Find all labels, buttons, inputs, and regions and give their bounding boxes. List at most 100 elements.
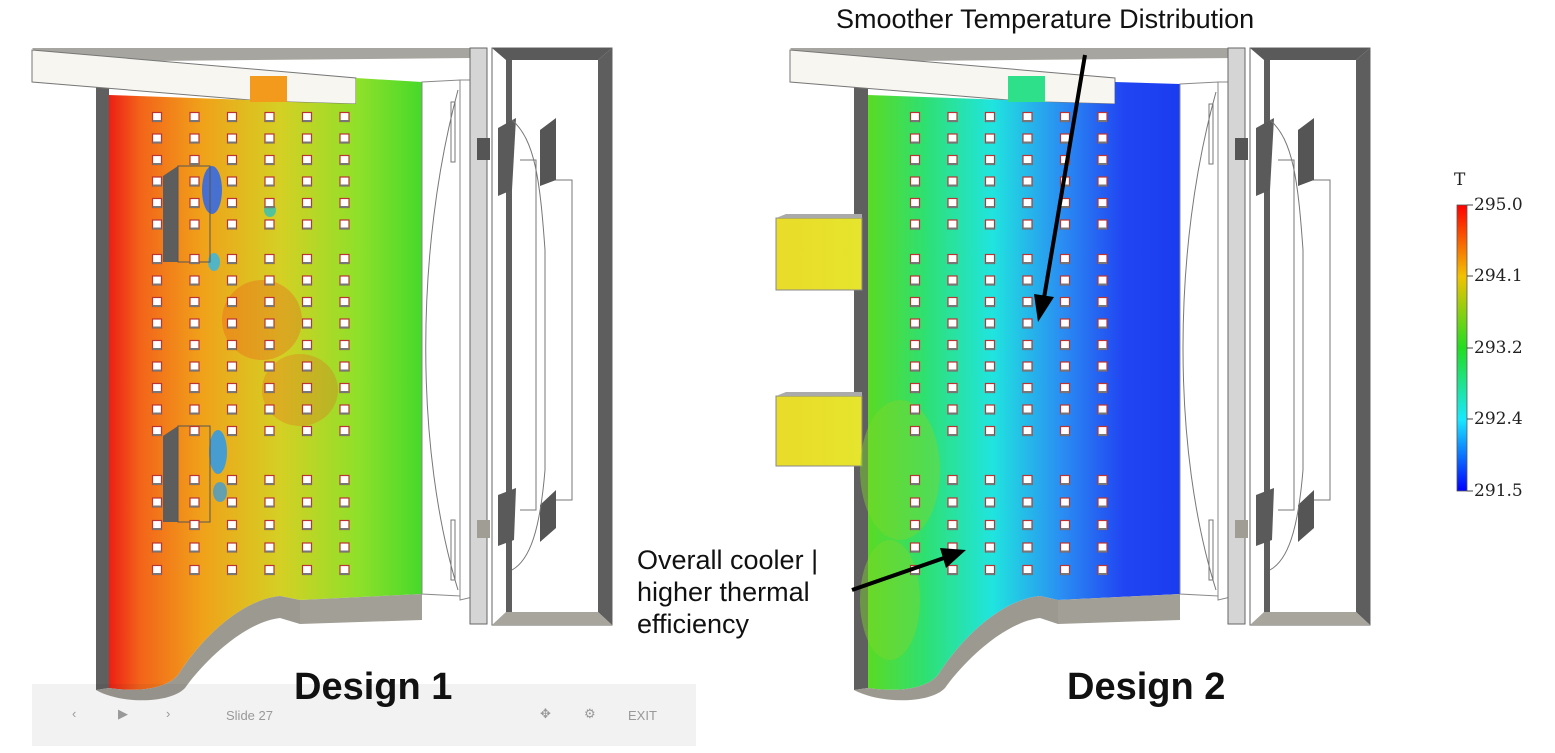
vent-hole bbox=[947, 133, 958, 145]
gear-icon[interactable]: ⚙ bbox=[584, 706, 596, 721]
vent-hole bbox=[909, 361, 921, 373]
vent-hole bbox=[1059, 275, 1071, 287]
vent-hole bbox=[947, 154, 958, 166]
vent-hole bbox=[909, 296, 921, 308]
design-2-title: Design 2 bbox=[1067, 666, 1226, 708]
vent-hole bbox=[339, 425, 350, 437]
vent-hole bbox=[947, 404, 958, 416]
vent-hole bbox=[301, 318, 313, 330]
vent-hole bbox=[189, 474, 200, 486]
vent-hole bbox=[189, 176, 200, 188]
annotation-bottom-line-1: Overall cooler | bbox=[637, 545, 819, 575]
vent-hole bbox=[189, 382, 200, 394]
vent-hole bbox=[189, 339, 200, 351]
vent-hole bbox=[301, 361, 313, 373]
vent-hole bbox=[151, 197, 163, 209]
vent-hole bbox=[339, 296, 350, 308]
vent-hole bbox=[264, 404, 275, 416]
vent-hole bbox=[301, 176, 313, 188]
vent-hole bbox=[984, 542, 996, 554]
vent-hole bbox=[909, 176, 921, 188]
vent-hole bbox=[984, 382, 996, 394]
vent-hole bbox=[301, 197, 313, 209]
vent-hole bbox=[1059, 519, 1071, 531]
vent-hole bbox=[984, 404, 996, 416]
vent-hole bbox=[1097, 111, 1108, 123]
vent-hole bbox=[226, 361, 238, 373]
vent-hole bbox=[1022, 564, 1033, 576]
vent-hole bbox=[1059, 425, 1071, 437]
vent-hole bbox=[189, 404, 200, 416]
vent-hole bbox=[947, 361, 958, 373]
vent-hole bbox=[189, 253, 200, 265]
vent-hole bbox=[339, 318, 350, 330]
inlet-upper bbox=[775, 217, 863, 291]
vent-hole bbox=[909, 111, 921, 123]
vent-hole bbox=[151, 111, 163, 123]
vent-hole bbox=[1022, 197, 1033, 209]
colorbar-tick-4: 291.5 bbox=[1474, 481, 1523, 501]
inlet-lower bbox=[775, 395, 863, 467]
vent-hole bbox=[189, 519, 200, 531]
vent-hole bbox=[339, 564, 350, 576]
vent-hole bbox=[301, 111, 313, 123]
vent-hole bbox=[226, 197, 238, 209]
vent-hole bbox=[947, 339, 958, 351]
vent-hole bbox=[151, 339, 163, 351]
vent-hole bbox=[1097, 519, 1108, 531]
vent-hole bbox=[1022, 519, 1033, 531]
vent-hole bbox=[264, 253, 275, 265]
vent-hole bbox=[339, 519, 350, 531]
vent-hole bbox=[1097, 404, 1108, 416]
vent-hole bbox=[226, 519, 238, 531]
vent-hole bbox=[1022, 339, 1033, 351]
vent-hole bbox=[1022, 275, 1033, 287]
vent-hole bbox=[1097, 296, 1108, 308]
vent-hole bbox=[1022, 474, 1033, 486]
vent-hole bbox=[189, 296, 200, 308]
vent-hole bbox=[226, 296, 238, 308]
vent-hole bbox=[151, 542, 163, 554]
vent-hole bbox=[189, 219, 200, 231]
vent-hole bbox=[339, 497, 350, 509]
prev-slide-icon[interactable]: ‹ bbox=[72, 706, 77, 721]
vent-hole bbox=[301, 275, 313, 287]
vent-hole bbox=[151, 318, 163, 330]
next-slide-icon[interactable]: › bbox=[166, 706, 171, 721]
vent-hole bbox=[1022, 318, 1033, 330]
play-icon[interactable]: ▶ bbox=[118, 706, 128, 721]
vent-hole bbox=[1097, 197, 1108, 209]
exit-button[interactable]: EXIT bbox=[628, 708, 657, 723]
vent-hole bbox=[1097, 176, 1108, 188]
vent-hole bbox=[984, 154, 996, 166]
vent-hole bbox=[301, 404, 313, 416]
vent-hole bbox=[226, 425, 238, 437]
vent-hole bbox=[909, 275, 921, 287]
vent-hole bbox=[301, 425, 313, 437]
vent-hole bbox=[264, 197, 275, 209]
vent-hole bbox=[264, 176, 275, 188]
vent-hole bbox=[339, 111, 350, 123]
vent-hole bbox=[226, 133, 238, 145]
annotation-bottom: Overall cooler | higher thermal efficien… bbox=[637, 544, 818, 640]
vent-hole bbox=[264, 564, 275, 576]
vent-hole bbox=[264, 111, 275, 123]
vent-hole bbox=[1097, 474, 1108, 486]
vent-hole bbox=[909, 382, 921, 394]
vent-hole bbox=[264, 339, 275, 351]
vent-hole bbox=[339, 404, 350, 416]
fullscreen-icon[interactable]: ✥ bbox=[540, 706, 551, 721]
vent-hole bbox=[1059, 318, 1071, 330]
arrow-bottom bbox=[851, 548, 966, 592]
vent-hole bbox=[1097, 425, 1108, 437]
vent-hole bbox=[151, 474, 163, 486]
vent-hole bbox=[339, 176, 350, 188]
vent-hole bbox=[264, 497, 275, 509]
vent-hole bbox=[264, 361, 275, 373]
vent-hole bbox=[1097, 382, 1108, 394]
vent-hole bbox=[301, 296, 313, 308]
vent-hole bbox=[984, 111, 996, 123]
vent-hole bbox=[301, 474, 313, 486]
slide-indicator: Slide 27 bbox=[226, 708, 273, 723]
vent-hole bbox=[301, 564, 313, 576]
